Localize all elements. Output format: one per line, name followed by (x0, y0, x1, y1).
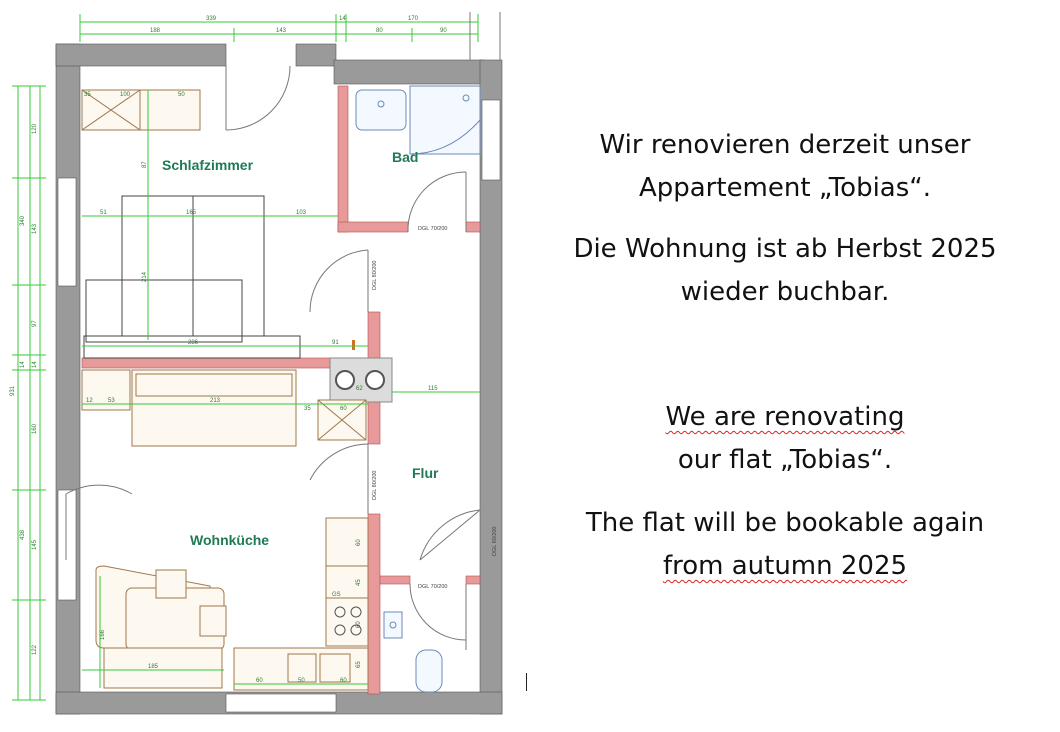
dim-k50: 50 (298, 678, 305, 684)
windows (57, 99, 501, 713)
dim-k65: 65 (356, 661, 362, 668)
dim-left-a: 120 (32, 123, 38, 134)
kitchen-left-door (65, 484, 133, 560)
bath-fixtures (355, 85, 481, 155)
english-line-2: our flat „Tobias“. (677, 444, 893, 475)
building-edge (469, 12, 501, 60)
dim-left-j: 122 (32, 644, 38, 655)
dim-top-c: 14 (339, 16, 346, 22)
left-dimension-labels: 120 340 143 97 14 14 160 438 145 122 931 (10, 123, 38, 655)
dim-left-d: 97 (32, 320, 38, 327)
dim-gs: GS (332, 592, 341, 598)
kitchen-hall-door (309, 443, 369, 514)
wardrobe (81, 89, 201, 131)
bed (83, 195, 301, 359)
dim-bed-103: 103 (296, 210, 307, 216)
dim-left-f: 14 (32, 361, 38, 368)
dim-bed-286: 286 (188, 340, 199, 346)
german-line-1: Wir renovieren derzeit unser (599, 130, 971, 160)
left-dimension-lines (12, 85, 46, 701)
bath-door-label: DGL 70/200 (418, 226, 447, 232)
english-line-3: The flat will be bookable again (585, 508, 985, 538)
outer-walls (55, 43, 503, 715)
dim-bed-165: 165 (186, 210, 197, 216)
dim-91: 91 (332, 340, 339, 346)
stove-icon (334, 606, 362, 636)
dim-left-e: 14 (20, 361, 26, 368)
dim-left-g: 160 (32, 423, 38, 434)
dim-top-a: 188 (150, 28, 161, 34)
dim-left-b: 340 (20, 215, 26, 226)
dim-wardrobe-50: 50 (178, 92, 185, 98)
dim-left-c: 143 (32, 223, 38, 234)
text-cursor (526, 673, 527, 691)
dim-wardrobe-100: 100 (120, 92, 131, 98)
room-label-hall: Flur (412, 465, 439, 481)
dim-62: 62 (356, 386, 363, 392)
valve-marker (352, 340, 355, 350)
dim-s60: 60 (340, 406, 347, 412)
room-label-bath: Bad (392, 149, 418, 165)
dim-top-d: 170 (408, 16, 419, 22)
dim-k60d: 60 (340, 678, 347, 684)
kitchen-counter (233, 517, 369, 691)
pipe-icon (335, 370, 355, 390)
dim-top-b: 143 (276, 28, 287, 34)
bedroom-entry-door (225, 65, 291, 131)
dim-k60b: 60 (356, 621, 362, 628)
dim-left-total: 931 (10, 385, 16, 396)
dim-left-h: 438 (20, 529, 26, 540)
dim-k185: 185 (148, 664, 159, 670)
announcement-german: Wir renovieren derzeit unser Appartement… (540, 124, 1030, 210)
wc-door (409, 583, 467, 650)
german-line-2: Appartement „Tobias“. (638, 172, 932, 203)
german-line-3: Die Wohnung ist ab Herbst 2025 (573, 234, 997, 264)
dim-k60a: 60 (356, 539, 362, 546)
dim-bed-214: 214 (142, 271, 148, 282)
dim-top-f: 90 (440, 28, 447, 34)
dim-k60c: 60 (256, 678, 263, 684)
bedroom-door-label: DGL 80/200 (372, 261, 378, 290)
announcement-german-availability: Die Wohnung ist ab Herbst 2025 wieder bu… (540, 228, 1030, 314)
bath-door (407, 171, 467, 233)
bedroom-hall-door (309, 249, 369, 313)
sideboard (81, 369, 367, 447)
dim-top-e: 80 (376, 28, 383, 34)
english-line-4: from autumn 2025 (662, 550, 908, 581)
floor-plan: 339 188 143 14 170 80 90 120 340 143 97 … (10, 12, 503, 715)
wc-fixtures (383, 611, 443, 693)
announcement-english: We are renovating our flat „Tobias“. (540, 396, 1030, 482)
dim-left-i: 145 (32, 539, 38, 550)
dim-wardrobe-35: 35 (84, 92, 91, 98)
top-dimension-lines (79, 14, 479, 42)
entry-door-label: DGL 80/200 (492, 527, 498, 556)
dim-s53: 53 (108, 398, 115, 404)
english-line-1: We are renovating (665, 402, 905, 432)
dim-k45: 45 (356, 579, 362, 586)
dim-s213: 213 (210, 398, 221, 404)
dim-top-total: 339 (206, 16, 217, 22)
dim-s12: 12 (86, 398, 93, 404)
announcement-english-availability: The flat will be bookable again from aut… (540, 502, 1030, 588)
kitchen-door-label: DGL 80/200 (372, 471, 378, 500)
pipe-icon (365, 370, 385, 390)
bed-dimension-lines (82, 90, 368, 347)
german-line-4: wieder buchbar. (680, 276, 890, 307)
dim-bed-87: 87 (142, 161, 148, 168)
dining-set (95, 565, 227, 689)
room-label-kitchen: Wohnküche (190, 532, 269, 548)
dim-bed-51: 51 (100, 210, 107, 216)
room-label-bedroom: Schlafzimmer (162, 157, 254, 173)
dim-k166: 166 (100, 629, 106, 640)
dim-s35: 35 (304, 406, 311, 412)
dim-115: 115 (428, 386, 438, 392)
entry-door (419, 509, 481, 561)
wc-door-label: DGL 70/200 (418, 584, 447, 590)
